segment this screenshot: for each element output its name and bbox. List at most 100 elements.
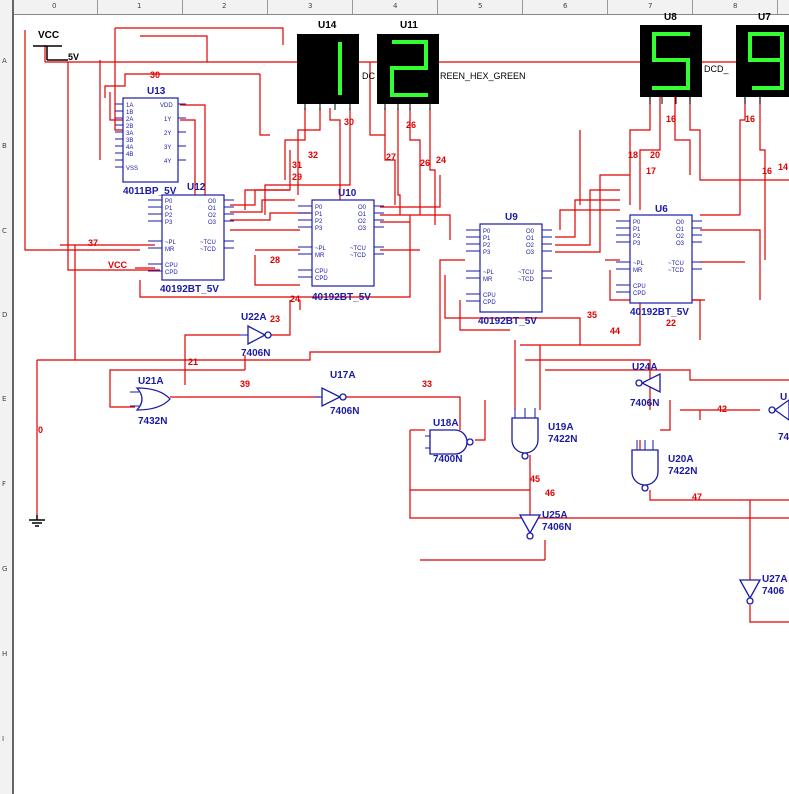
svg-text:45: 45 [530,474,540,484]
inverter-u17a[interactable] [321,386,347,408]
u9-pin-labels: P0 P1 P2 P3 ~PL MR CPU CPD O0 O1 O2 O3 ~… [483,229,535,306]
svg-text:U25A: U25A [542,510,568,521]
svg-text:O1: O1 [208,206,217,212]
svg-text:7406N: 7406N [241,348,270,359]
inverter-u27a[interactable] [738,579,762,605]
or-gate-u21a[interactable] [135,387,171,411]
svg-text:22: 22 [666,318,676,328]
ruler-row-label: B [2,142,7,150]
inverter-u22a[interactable] [247,324,272,346]
ruler-col-label: 2 [222,2,227,10]
svg-text:VCC: VCC [108,260,128,270]
ruler-col-label: 3 [308,2,313,10]
svg-text:P3: P3 [633,241,641,247]
svg-text:U14: U14 [318,20,337,31]
ruler-row-label: I [2,735,5,743]
svg-text:23: 23 [270,314,280,324]
segment-digit-2 [390,40,428,97]
svg-text:MR: MR [483,277,493,283]
svg-text:37: 37 [88,238,98,248]
svg-text:~TCU: ~TCU [668,261,684,267]
svg-text:40192BT_5V: 40192BT_5V [630,307,689,318]
svg-text:P2: P2 [483,243,491,249]
chip-u10[interactable] [311,199,375,287]
svg-text:~TCD: ~TCD [200,247,217,253]
svg-text:44: 44 [610,326,620,336]
svg-text:U24A: U24A [632,362,658,373]
svg-text:P2: P2 [165,213,173,219]
svg-text:MR: MR [315,253,325,259]
svg-text:7432N: 7432N [138,416,167,427]
inverter-right[interactable] [768,399,789,421]
svg-text:U27A: U27A [762,574,788,585]
svg-text:U21A: U21A [138,376,164,387]
svg-text:74: 74 [778,432,789,443]
ruler-row-label: A [2,57,7,65]
svg-text:7400N: 7400N [433,454,462,465]
part-labels: U13 4011BP_5V U12 40192BT_5V U10 40192BT… [123,86,789,597]
svg-text:7422N: 7422N [548,434,577,445]
svg-text:P3: P3 [315,226,323,232]
svg-text:42: 42 [717,404,727,414]
svg-text:CPD: CPD [483,300,496,306]
svg-text:7406N: 7406N [542,522,571,533]
svg-text:1A: 1A [126,103,133,109]
svg-text:39: 39 [240,379,250,389]
ruler-row-label: G [2,565,8,573]
display-u14[interactable] [297,34,359,104]
display-pins [304,97,761,110]
svg-text:47: 47 [692,492,702,502]
ruler-row-label: D [2,311,8,319]
chip-u13[interactable] [122,97,179,183]
svg-text:~PL: ~PL [165,240,177,246]
svg-text:P1: P1 [315,212,323,218]
chip-u9[interactable] [479,223,543,313]
svg-text:18: 18 [628,150,638,160]
svg-text:U19A: U19A [548,422,574,433]
black-labels: VCC 5V VCC U14 U11 U8 U7 DC REEN_HEX_GRE… [38,12,771,270]
nand-gate-u18a[interactable] [429,429,474,455]
svg-text:33: 33 [422,379,432,389]
svg-text:U10: U10 [338,188,357,199]
svg-text:35: 35 [587,310,597,320]
svg-text:U6: U6 [655,204,668,215]
svg-text:U20A: U20A [668,454,694,465]
nor-gate-u20a[interactable] [631,449,659,492]
chip-u6[interactable] [629,214,693,304]
svg-text:40192BT_5V: 40192BT_5V [478,316,537,327]
inverter-u25a[interactable] [518,514,542,540]
svg-text:DCD_: DCD_ [704,64,729,74]
svg-text:3A: 3A [126,131,133,137]
nor-gate-u19a[interactable] [511,417,539,460]
svg-text:U8: U8 [664,12,677,23]
svg-text:~TCU: ~TCU [518,270,534,276]
svg-text:CPU: CPU [315,269,328,275]
svg-text:O2: O2 [358,219,367,225]
svg-text:3B: 3B [126,138,133,144]
vcc-source[interactable] [33,45,68,61]
svg-text:P2: P2 [315,219,323,225]
svg-text:VSS: VSS [126,166,138,172]
display-u8[interactable] [640,25,702,97]
u6-pin-labels: P0 P1 P2 P3 ~PL MR CPU CPD O0 O1 O2 O3 ~… [633,220,685,297]
svg-text:46: 46 [545,488,555,498]
display-u11[interactable] [377,34,439,104]
svg-text:14: 14 [778,162,788,172]
svg-text:P2: P2 [633,234,641,240]
inverter-u24a[interactable] [635,372,661,394]
svg-text:O3: O3 [208,220,217,226]
svg-text:U18A: U18A [433,418,459,429]
svg-text:U13: U13 [147,86,166,97]
display-u7[interactable] [736,25,789,97]
svg-text:7406N: 7406N [330,406,359,417]
svg-text:CPD: CPD [633,291,646,297]
svg-text:7406: 7406 [762,586,785,597]
svg-text:29: 29 [292,172,302,182]
svg-text:P0: P0 [165,199,173,205]
svg-text:CPU: CPU [483,293,496,299]
chip-u12[interactable] [161,194,225,281]
ruler-col-label: 4 [393,2,398,10]
svg-text:P1: P1 [165,206,173,212]
segment-digit-5 [652,32,690,90]
